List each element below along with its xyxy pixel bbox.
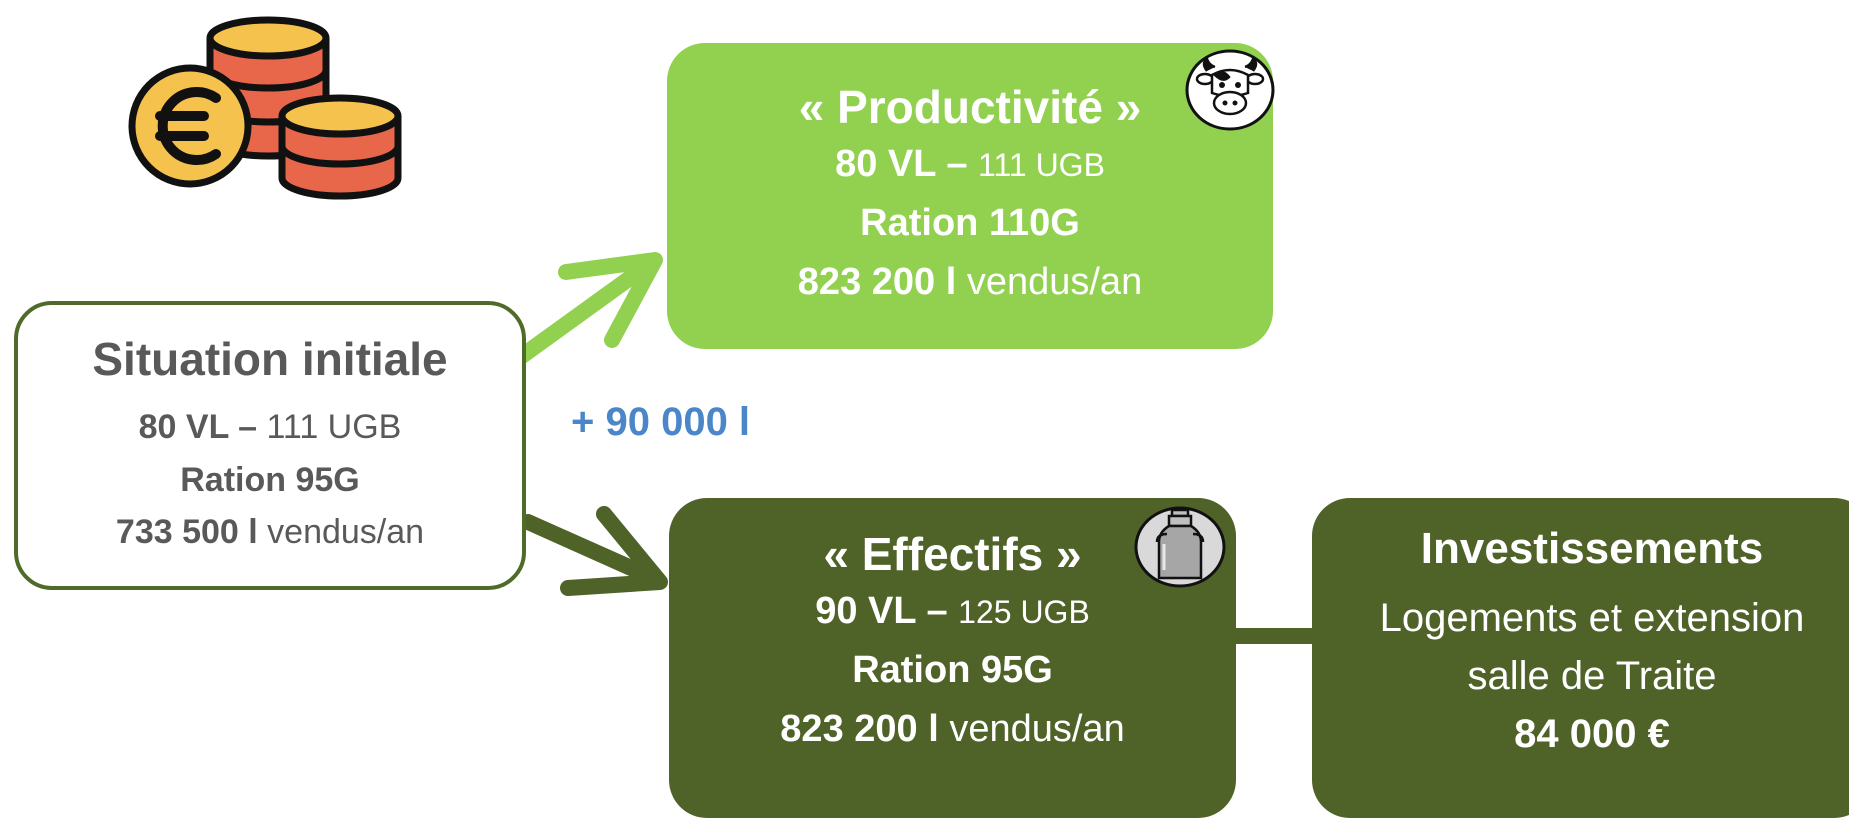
initial-ration: Ration 95G: [180, 460, 360, 499]
productivite-ugb: 111 UGB: [978, 147, 1105, 184]
initial-ugb: 111 UGB: [266, 408, 402, 447]
effectifs-herd: 90 VL – 125 UGB: [815, 582, 1090, 641]
investissements-box: Investissements Logements et extension s…: [1312, 498, 1849, 818]
investissements-amount: 84 000 €: [1514, 712, 1670, 757]
effectifs-vl: 90 VL: [815, 590, 916, 633]
cow-icon: [1185, 49, 1275, 131]
investissements-title: Investissements: [1420, 523, 1764, 573]
initial-vl: 80 VL: [138, 408, 229, 447]
effectifs-sep: –: [915, 590, 959, 633]
productivite-volume-suffix: vendus/an: [956, 261, 1143, 304]
initial-sep: –: [228, 408, 267, 447]
effectifs-volume-suffix: vendus/an: [938, 708, 1125, 751]
effectifs-ugb: 125 UGB: [958, 594, 1090, 631]
initial-volume-value: 733 500 l: [115, 513, 258, 552]
initial-volume: 733 500 l vendus/an: [116, 506, 424, 559]
effectifs-title: « Effectifs »: [823, 528, 1082, 581]
effectifs-ration: Ration 95G: [852, 649, 1053, 692]
productivite-ration: Ration 110G: [860, 202, 1080, 245]
euro-coins-icon: [128, 16, 402, 200]
effectifs-volume-value: 823 200 l: [780, 708, 939, 751]
initial-situation-box: Situation initiale 80 VL – 111 UGB Ratio…: [14, 301, 526, 590]
arrow-to-effectifs: [520, 506, 668, 596]
productivite-scenario-box: « Productivité » 80 VL – 111 UGB Ration …: [667, 43, 1273, 349]
initial-title: Situation initiale: [92, 332, 448, 385]
productivite-sep: –: [935, 143, 979, 186]
effectifs-volume: 823 200 l vendus/an: [780, 700, 1124, 759]
diagram-arrows: [514, 252, 1322, 644]
productivite-volume: 823 200 l vendus/an: [798, 253, 1142, 312]
arrow-to-productivite: [514, 252, 663, 364]
productivite-title: « Productivité »: [798, 81, 1142, 134]
initial-volume-suffix: vendus/an: [257, 513, 425, 552]
productivite-volume-value: 823 200 l: [797, 261, 957, 304]
milk-can-icon: [1134, 506, 1226, 588]
initial-herd: 80 VL – 111 UGB: [139, 401, 402, 454]
productivite-herd: 80 VL – 111 UGB: [835, 135, 1105, 194]
volume-gain-label: + 90 000 l: [571, 400, 751, 444]
productivite-vl: 80 VL: [835, 143, 936, 186]
investissements-line-1: Logements et extension: [1379, 596, 1805, 641]
investissements-line-2: salle de Traite: [1467, 654, 1717, 699]
